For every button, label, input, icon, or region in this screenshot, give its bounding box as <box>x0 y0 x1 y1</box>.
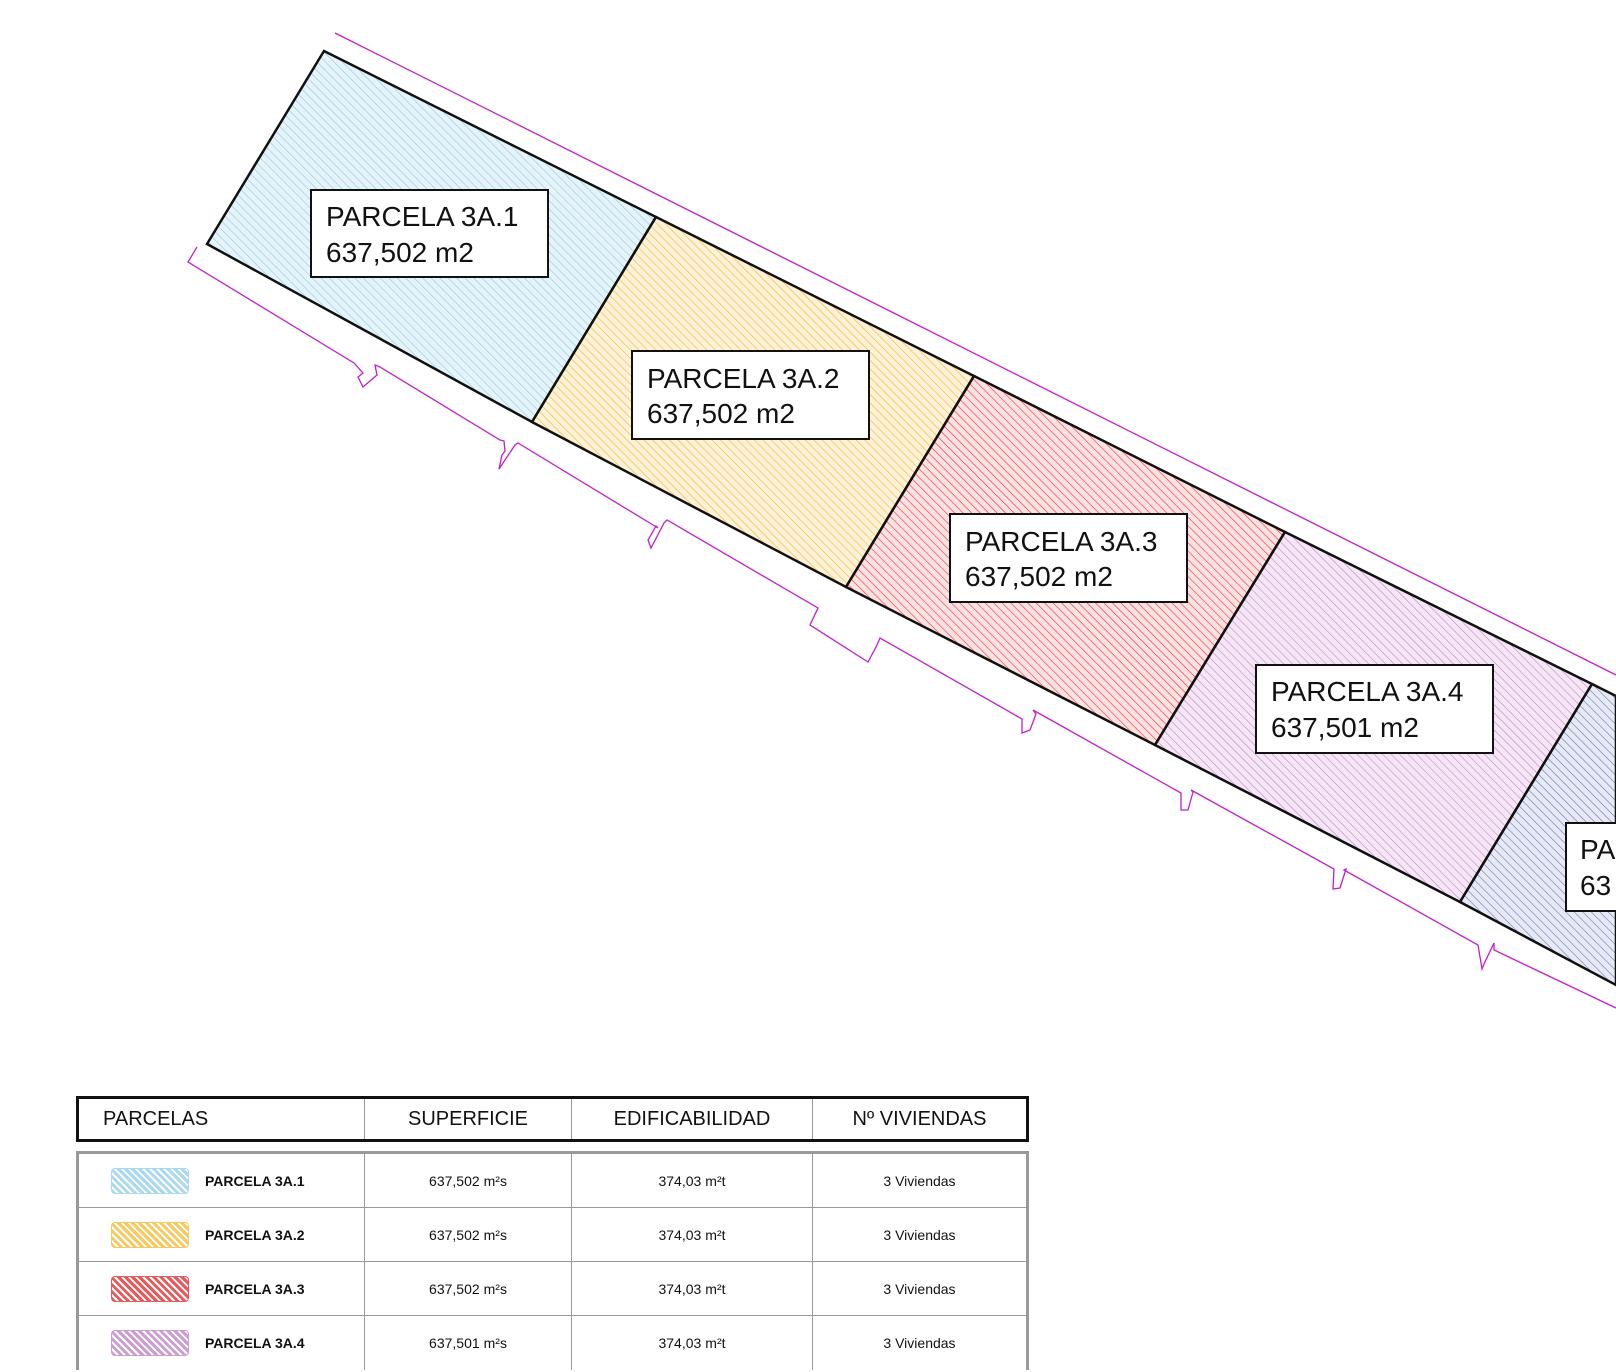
parcel-area: 637,501 m2 <box>1271 712 1419 743</box>
parcel-label-box <box>631 350 870 440</box>
parcel-name: PARCELA 3A.1 <box>326 201 518 232</box>
alignment-lines <box>187 32 1616 1009</box>
row-parcel-name: PARCELA 3A.3 <box>205 1280 305 1297</box>
parcel-3a5-partial[interactable]: PA 63 <box>1458 682 1616 987</box>
parcel-label-box <box>1255 664 1494 754</box>
row-parcel-name: PARCELA 3A.4 <box>205 1335 305 1351</box>
parcel-name: PARCELA 3A.2 <box>647 363 839 394</box>
parcel-3a1[interactable]: PARCELA 3A.1 637,502 m2 <box>205 49 658 424</box>
header-viviendas: Nº VIVIENDAS <box>852 1107 987 1130</box>
parcel-summary-table: PARCELAS SUPERFICIE EDIFICABILIDAD Nº VI… <box>76 1096 1029 1370</box>
row-edificabilidad-unit: m²t <box>705 1226 726 1243</box>
row-superficie: 637,501 <box>429 1335 480 1351</box>
header-parcelas: PARCELAS <box>79 1099 365 1139</box>
row-edificabilidad-unit: m²t <box>705 1172 726 1189</box>
color-swatch <box>111 1275 189 1302</box>
row-edificabilidad-unit: m²t <box>705 1335 726 1351</box>
parcel-3a2[interactable]: PARCELA 3A.2 637,502 m2 <box>530 215 976 589</box>
color-swatch <box>111 1167 189 1194</box>
parcel-area: 637,502 m2 <box>647 398 795 429</box>
row-viviendas: 3 Viviendas <box>883 1172 956 1189</box>
row-superficie: 637,502 <box>429 1280 480 1297</box>
parcel-area: 63 <box>1580 870 1611 901</box>
header-edificabilidad: EDIFICABILIDAD <box>572 1099 813 1139</box>
row-viviendas: 3 Viviendas <box>883 1280 956 1297</box>
parcel-label-box <box>1565 822 1616 912</box>
row-superficie-unit: m²s <box>483 1280 507 1297</box>
parcel-label-box <box>949 513 1188 603</box>
parcel-3a4[interactable]: PARCELA 3A.4 637,501 m2 <box>1153 530 1594 904</box>
parcel-name: PARCELA 3A.3 <box>965 526 1157 557</box>
row-viviendas: 3 Viviendas <box>883 1226 956 1243</box>
parcel-name: PA <box>1580 834 1616 865</box>
color-swatch <box>111 1330 189 1356</box>
row-parcel-name: PARCELA 3A.1 <box>205 1172 305 1189</box>
parcel-area: 637,502 m2 <box>965 561 1113 592</box>
parcel-name: PARCELA 3A.4 <box>1271 676 1463 707</box>
row-edificabilidad: 374,03 <box>658 1172 702 1189</box>
row-superficie: 637,502 <box>429 1226 480 1243</box>
row-superficie-unit: m²s <box>483 1172 507 1189</box>
parcel-area: 637,502 m2 <box>326 237 474 268</box>
color-swatch <box>111 1221 189 1248</box>
row-superficie-unit: m²s <box>483 1335 507 1351</box>
parcel-label-box <box>310 189 549 278</box>
row-edificabilidad: 374,03 <box>658 1226 702 1243</box>
row-viviendas: 3 Viviendas <box>883 1335 956 1351</box>
row-superficie-unit: m²s <box>483 1226 507 1243</box>
header-superficie: SUPERFICIE <box>365 1099 572 1139</box>
table-header: PARCELAS SUPERFICIE EDIFICABILIDAD Nº VI… <box>76 1096 1029 1142</box>
row-parcel-name: PARCELA 3A.2 <box>205 1226 305 1243</box>
row-edificabilidad: 374,03 <box>658 1280 702 1297</box>
row-edificabilidad-unit: m²t <box>705 1280 726 1297</box>
parcel-plan-map: PARCELA 3A.1 637,502 m2 PARCELA 3A.2 637… <box>187 32 1616 1009</box>
row-superficie: 637,502 <box>429 1172 480 1189</box>
parcel-3a3[interactable]: PARCELA 3A.3 637,502 m2 <box>844 374 1287 747</box>
row-edificabilidad: 374,03 <box>658 1335 702 1351</box>
